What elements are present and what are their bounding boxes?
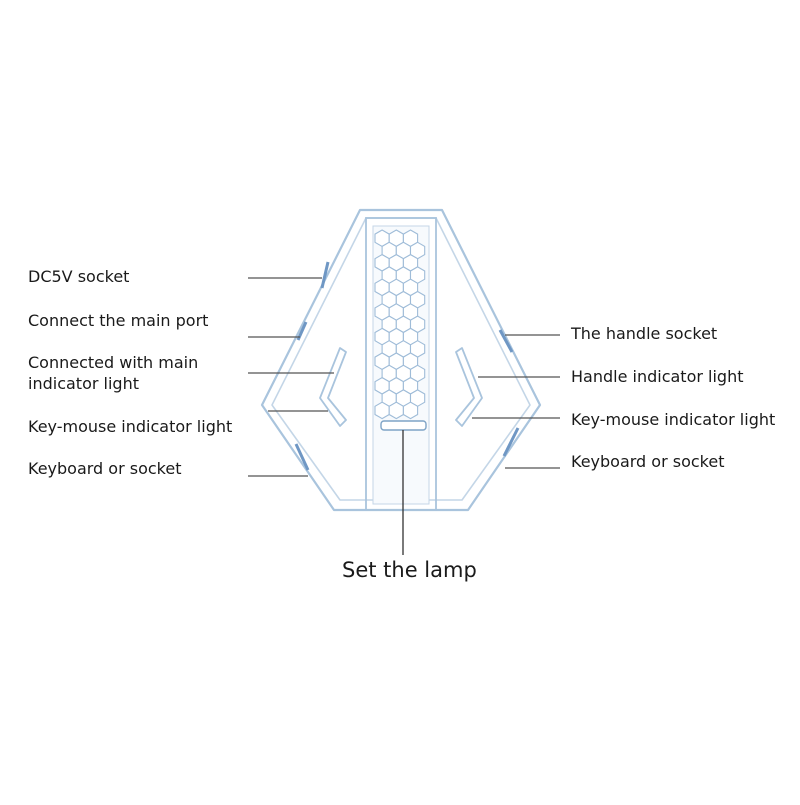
label-connect-main-port: Connect the main port	[28, 311, 209, 330]
label-connected-main-line2: indicator light	[28, 374, 139, 393]
port-mark-handle	[498, 329, 514, 353]
label-handle-socket: The handle socket	[571, 324, 718, 343]
honeycomb-cell	[388, 401, 404, 420]
label-keyboard-socket-left: Keyboard or socket	[28, 459, 182, 478]
device-outer-shell	[260, 208, 542, 512]
label-keymouse-indicator-right: Key-mouse indicator light	[571, 410, 776, 429]
label-dc5v-socket: DC5V socket	[28, 267, 130, 286]
honeycomb-cell	[374, 401, 390, 420]
label-set-the-lamp: Set the lamp	[342, 558, 477, 582]
left-chevron-indicator	[319, 347, 347, 427]
lamp-bar	[380, 420, 427, 431]
honeycomb-pattern	[374, 229, 426, 420]
label-handle-indicator: Handle indicator light	[571, 367, 744, 386]
honeycomb-cell	[402, 401, 419, 420]
right-chevron-indicator	[455, 347, 483, 427]
port-mark-dc5v	[320, 261, 330, 289]
port-mark-keyboard-left	[294, 443, 310, 471]
honeycomb-strip-frame	[365, 217, 437, 511]
port-mark-keyboard-right	[502, 427, 520, 457]
label-keymouse-indicator-left: Key-mouse indicator light	[28, 417, 233, 436]
label-keyboard-socket-right: Keyboard or socket	[571, 452, 725, 471]
label-connected-main-line1: Connected with main	[28, 353, 199, 372]
